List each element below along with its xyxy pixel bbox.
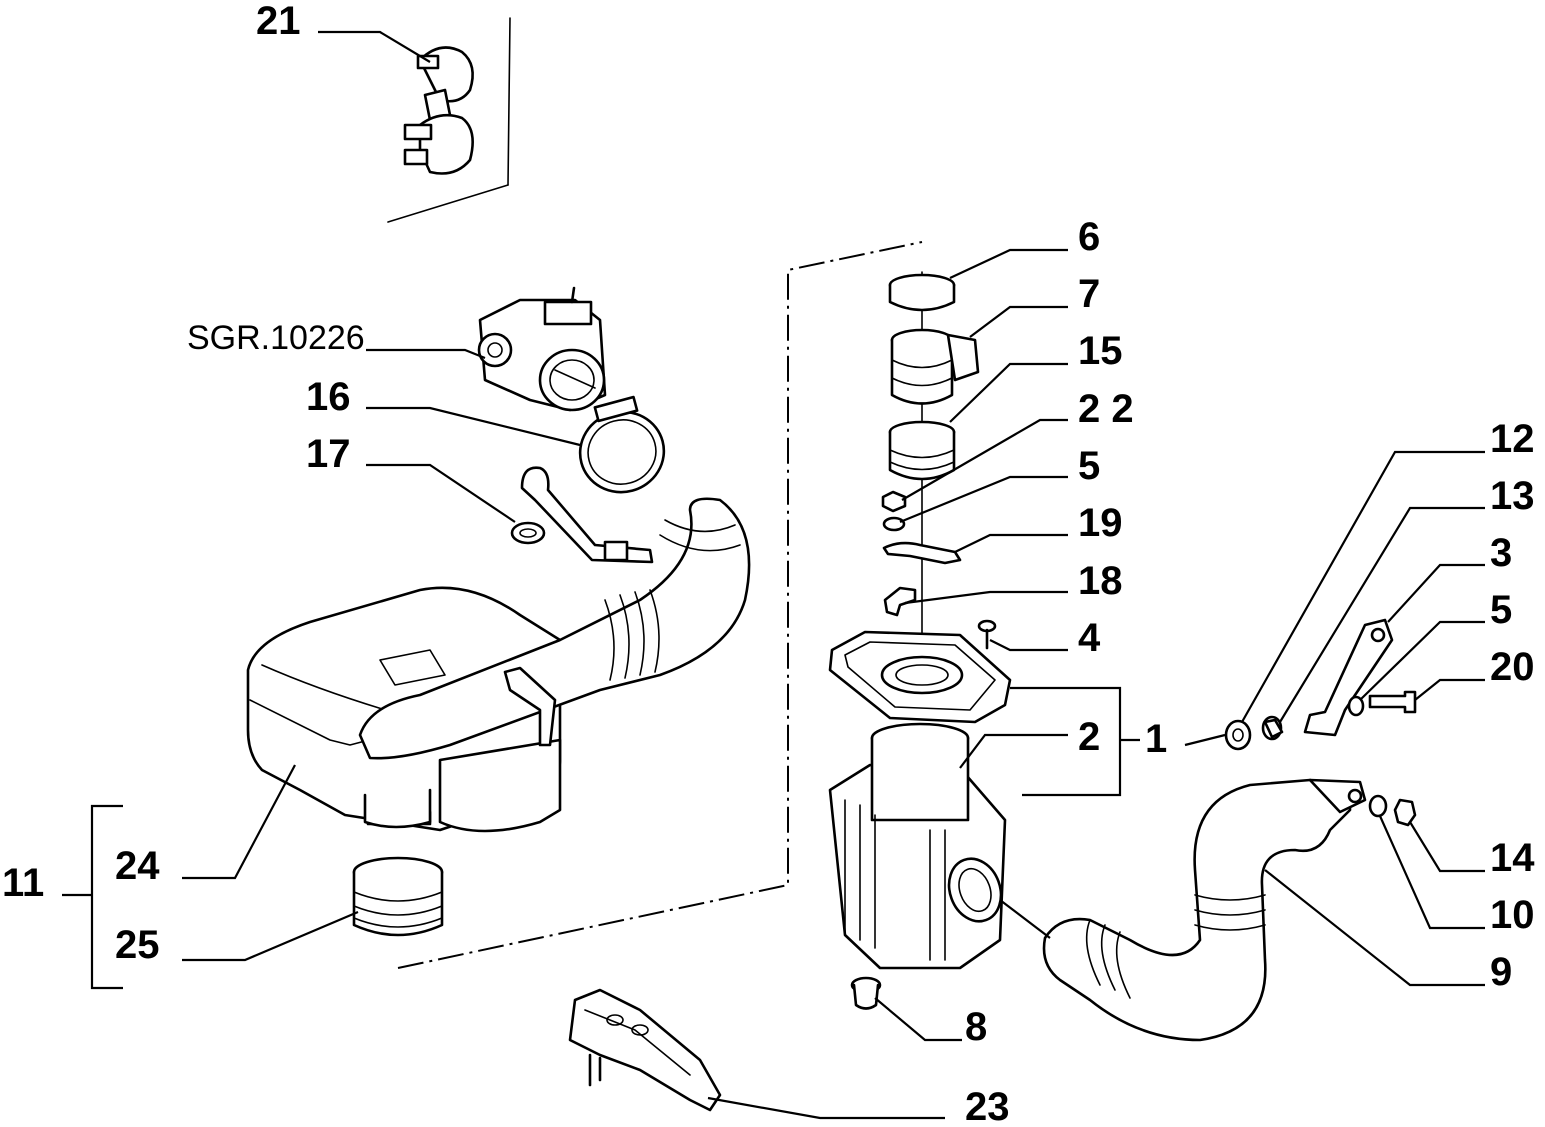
callout-20: 20 — [1490, 645, 1535, 689]
part-14-nut — [1393, 798, 1417, 827]
part-16-hose-clamp — [578, 395, 666, 494]
callout-25: 25 — [115, 923, 160, 967]
part-25-sleeve — [352, 856, 444, 937]
part-20-bolt — [1368, 690, 1417, 714]
callout-13: 13 — [1490, 474, 1535, 518]
part-5-washer-right — [1347, 695, 1365, 717]
callout-7: 7 — [1078, 272, 1100, 316]
callout-24: 24 — [115, 844, 160, 888]
part-2-filter-housing — [828, 722, 1007, 970]
part-3-bracket — [1303, 618, 1394, 737]
part-7-flow-meter — [890, 328, 980, 405]
callout-22: 2 2 — [1078, 387, 1134, 431]
part-13-spacer — [1261, 715, 1284, 741]
connection-dashed-line — [397, 241, 923, 969]
callout-19: 19 — [1078, 501, 1123, 545]
part-17-grommet — [510, 466, 654, 564]
throttle-body — [477, 286, 607, 412]
callout-21: 21 — [256, 0, 301, 43]
part-10-washer — [1368, 794, 1388, 818]
part-12-grommet — [1224, 719, 1252, 751]
part-22-nut — [881, 490, 907, 513]
part-8-drain — [850, 976, 882, 1010]
part-6-clamp-ring — [888, 273, 956, 312]
callout-12: 12 — [1490, 417, 1535, 461]
part-5-washer — [882, 516, 906, 532]
part-23-bracket — [568, 988, 722, 1112]
callout-11: 11 — [2, 861, 44, 905]
callout-4: 4 — [1078, 616, 1101, 660]
part-15-sleeve — [888, 420, 956, 481]
callout-5-right: 5 — [1490, 588, 1512, 632]
callout-15: 15 — [1078, 329, 1123, 373]
part-24-air-box — [246, 497, 751, 833]
leader-lines — [62, 30, 1485, 1120]
callout-18: 18 — [1078, 559, 1123, 603]
part-1-cover — [828, 630, 1012, 724]
callout-9: 9 — [1490, 950, 1512, 994]
part-21-clamp — [387, 17, 511, 223]
callout-5-top: 5 — [1078, 444, 1100, 488]
part-9-intake-hose — [1042, 778, 1367, 1042]
part-4-screw — [977, 619, 997, 650]
callout-1: 1 — [1145, 717, 1167, 761]
callout-17: 17 — [306, 432, 351, 476]
callout-14: 14 — [1490, 836, 1535, 880]
callout-3: 3 — [1490, 531, 1512, 575]
callout-10: 10 — [1490, 893, 1535, 937]
callout-6: 6 — [1078, 215, 1100, 259]
callout-8: 8 — [965, 1005, 987, 1049]
callout-2: 2 — [1078, 715, 1100, 759]
part-19-bracket — [882, 541, 962, 565]
callout-16: 16 — [306, 375, 351, 419]
callout-23: 23 — [965, 1085, 1010, 1127]
callout-sgr-10226: SGR.10226 — [187, 319, 365, 357]
